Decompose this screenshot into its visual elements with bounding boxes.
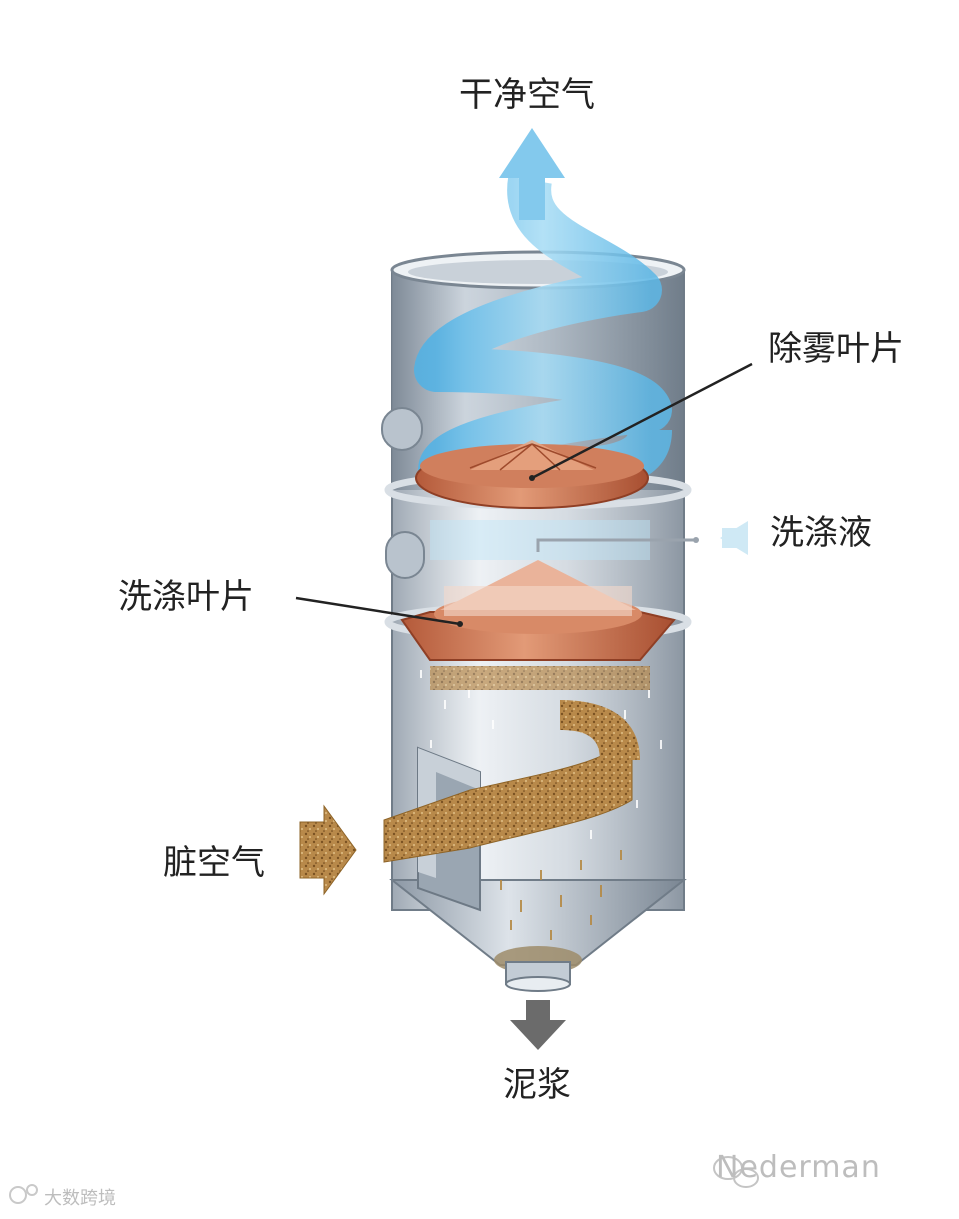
label-clean-air: 干净空气: [459, 75, 595, 115]
site-logo-icon: [9, 1184, 38, 1204]
leader-lines: [295, 362, 753, 626]
watermark-brand: Nederman: [716, 1150, 881, 1185]
watermark-site: 大数跨境: [8, 1184, 116, 1210]
label-dirty-air: 脏空气: [163, 843, 265, 883]
wechat-icon: [713, 1156, 759, 1188]
wash-liquid-pipe: [536, 521, 748, 555]
slurry-arrow-icon: [510, 1000, 566, 1050]
label-demister-blade: 除雾叶片: [768, 329, 904, 369]
label-wash-blade: 洗涤叶片: [118, 577, 254, 617]
label-slurry: 泥浆: [503, 1065, 571, 1105]
dirty-air-flow: [299, 666, 650, 940]
label-wash-liquid: 洗涤液: [770, 513, 872, 553]
wash-blade: [400, 560, 676, 661]
watermark-site-text: 大数跨境: [44, 1188, 116, 1209]
